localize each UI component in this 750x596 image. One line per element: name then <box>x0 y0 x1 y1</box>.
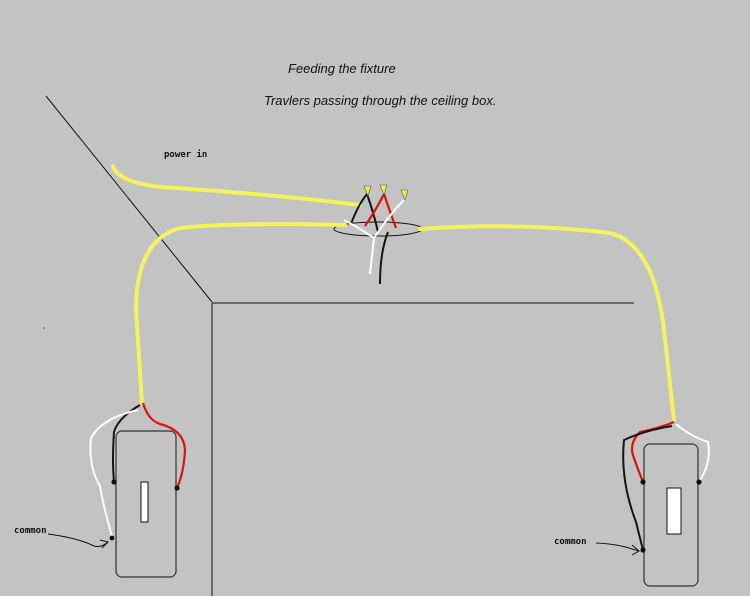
diagram-subtitle: Travlers passing through the ceiling box… <box>264 93 497 108</box>
left-switch-toggle <box>140 481 149 523</box>
right-switch-white-traveler <box>675 423 710 483</box>
stray-mark <box>43 327 45 329</box>
splice-white-wires <box>343 199 405 275</box>
power-in-cable <box>111 164 362 207</box>
left-common-arrowhead <box>99 539 109 549</box>
wire-nut-2 <box>379 184 388 196</box>
right-common-arrow <box>595 542 640 552</box>
fixture-black-wire <box>379 231 389 285</box>
wire-nut-1 <box>363 185 372 197</box>
right-common-label: common <box>554 537 587 547</box>
diagram-title: Feeding the fixture <box>288 61 396 76</box>
splice-red-wires <box>364 193 398 229</box>
cable-to-right-switch <box>418 224 676 422</box>
right-switch-red-traveler <box>630 420 675 483</box>
left-switch-terminal-right <box>174 485 180 491</box>
left-switch-terminal-common <box>109 535 115 541</box>
right-switch-terminal-top-left <box>640 479 646 485</box>
left-common-arrow <box>47 533 109 547</box>
right-switch-terminal-right <box>696 479 702 485</box>
left-switch-terminal-top-left <box>111 479 117 485</box>
right-common-arrowhead <box>631 544 640 556</box>
right-switch-toggle <box>666 487 682 535</box>
ceiling-edge-diagonal <box>45 95 213 303</box>
left-switch-white-common <box>89 409 139 537</box>
right-switch-black-traveler <box>622 425 673 551</box>
left-switch-red-traveler <box>141 402 187 489</box>
left-common-label: common <box>14 526 47 536</box>
cable-to-left-switch <box>133 222 347 405</box>
right-switch-terminal-common <box>640 547 646 553</box>
wire-nut-3 <box>400 189 409 201</box>
power-in-label: power in <box>164 150 208 160</box>
